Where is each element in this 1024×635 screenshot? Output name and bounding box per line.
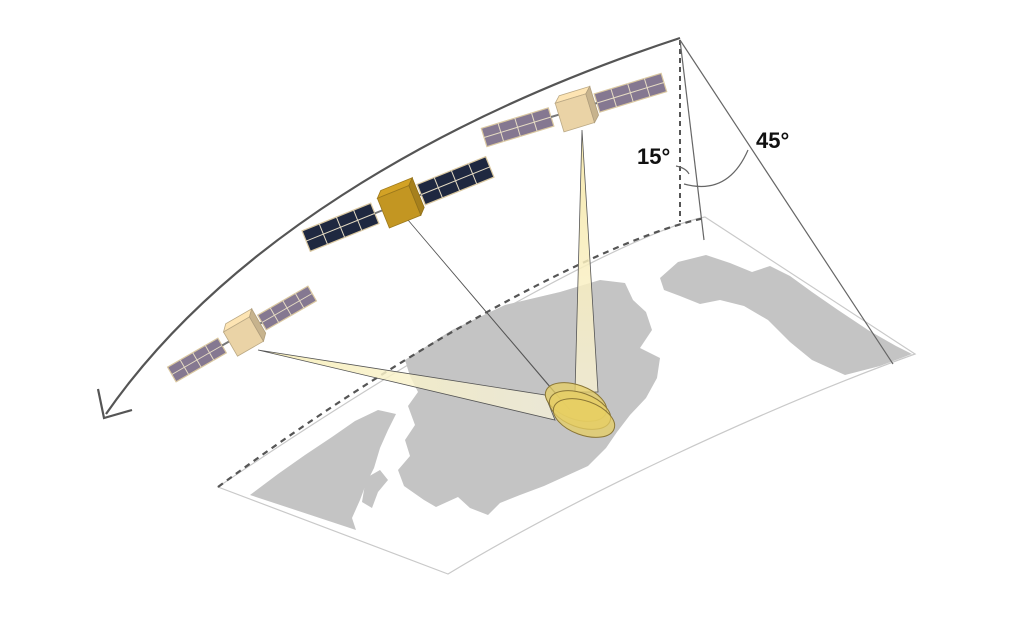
satellite-body <box>554 85 599 133</box>
solar-panel-right <box>254 285 318 331</box>
panel-arm <box>550 113 559 118</box>
guide-45-degree <box>679 39 894 365</box>
satellite-body <box>222 307 267 357</box>
solar-panel-right <box>589 72 668 113</box>
solar-panel-right <box>413 155 495 206</box>
body-side-face <box>249 307 267 343</box>
off-nadir-satellite <box>166 285 318 383</box>
solar-cell-divider <box>483 116 552 138</box>
active-satellite <box>301 155 495 253</box>
ground-projection-dashed <box>217 216 706 488</box>
solar-cell-divider <box>596 82 665 104</box>
beams <box>257 129 599 421</box>
coverage-footprints <box>544 382 616 438</box>
landmass-east <box>660 255 912 375</box>
panel-arm <box>374 209 383 215</box>
overhead-satellite <box>480 72 668 148</box>
angle-label-45: 45° <box>756 128 789 153</box>
solar-panel-left <box>301 202 383 253</box>
guide-15-degree <box>679 39 705 241</box>
orbit-path-arc <box>105 36 681 415</box>
body-side-face <box>585 85 599 124</box>
orbit-direction-arrow-icon <box>96 388 133 420</box>
solar-cell-divider <box>306 212 376 242</box>
solar-panel-left <box>166 337 230 383</box>
satellite-body <box>376 176 425 229</box>
footprint-3 <box>552 398 616 438</box>
landmass-west-island <box>362 470 388 508</box>
panel-arm <box>221 340 230 347</box>
angle-label-15: 15° <box>637 144 670 169</box>
solar-cell-divider <box>420 166 490 196</box>
solar-panel-left <box>480 107 559 148</box>
arc-15-degree <box>675 165 690 175</box>
arc-45-degree <box>683 149 749 188</box>
body-side-face <box>408 176 425 217</box>
solar-cell-divider <box>261 293 313 323</box>
satellites <box>166 72 668 383</box>
landmass-west <box>250 410 396 530</box>
angle-guides <box>675 39 894 365</box>
solar-cell-divider <box>171 345 223 375</box>
